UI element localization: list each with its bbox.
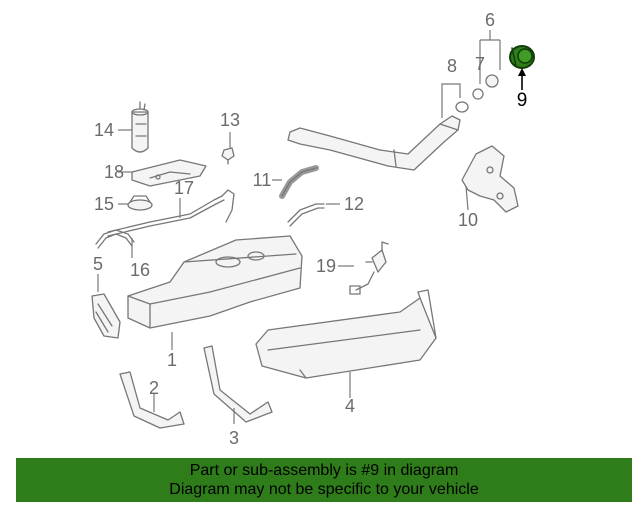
part-13-clip xyxy=(221,147,235,165)
part-6-cap xyxy=(485,74,499,88)
parts-diagram: 1 2 3 4 5 6 7 8 9 10 11 12 13 14 15 16 1… xyxy=(91,10,535,448)
part-9-arrow xyxy=(518,68,526,76)
callout-13: 13 xyxy=(220,110,240,130)
callout-16: 16 xyxy=(130,260,150,280)
part-10-bracket xyxy=(461,145,519,213)
callout-10: 10 xyxy=(458,210,478,230)
part-17-fuel-tube xyxy=(107,189,235,237)
callout-8: 8 xyxy=(447,56,457,76)
callout-4: 4 xyxy=(345,396,355,416)
part-5-protector xyxy=(91,293,121,339)
part-19-sender xyxy=(349,241,389,295)
callout-18: 18 xyxy=(104,162,124,182)
part-12-hose xyxy=(287,203,325,227)
callout-15: 15 xyxy=(94,194,114,214)
part-18-bracket xyxy=(131,159,207,187)
part-3-strap xyxy=(203,345,273,423)
callout-6: 6 xyxy=(485,10,495,30)
callout-1: 1 xyxy=(167,350,177,370)
part-2-strap xyxy=(119,371,185,429)
callout-2: 2 xyxy=(149,378,159,398)
callout-3: 3 xyxy=(229,428,239,448)
callout-7: 7 xyxy=(475,54,485,74)
part-1-fuel-tank xyxy=(127,235,303,329)
callout-11: 11 xyxy=(253,170,272,190)
part-11-hose xyxy=(279,165,319,199)
leader-lines xyxy=(97,30,501,424)
callout-17: 17 xyxy=(174,178,194,198)
callout-5: 5 xyxy=(93,254,103,274)
part-8-cap xyxy=(455,101,469,113)
info-banner: Part or sub-assembly is #9 in diagram Di… xyxy=(16,458,632,502)
part-16-tube xyxy=(95,229,135,249)
part-7-gasket xyxy=(472,88,484,100)
callout-12: 12 xyxy=(344,194,364,214)
part-9-fuel-cap[interactable] xyxy=(509,45,535,69)
callout-19: 19 xyxy=(316,256,336,276)
callout-9: 9 xyxy=(517,90,528,111)
part-4-skid-plate xyxy=(255,289,437,379)
part-15-cap xyxy=(127,195,153,211)
banner-line-2: Diagram may not be specific to your vehi… xyxy=(169,481,479,498)
filler-pipe xyxy=(287,115,461,171)
callout-14: 14 xyxy=(94,120,114,140)
banner-line-1: Part or sub-assembly is #9 in diagram xyxy=(189,462,459,479)
part-14-fuel-pump xyxy=(131,101,149,153)
